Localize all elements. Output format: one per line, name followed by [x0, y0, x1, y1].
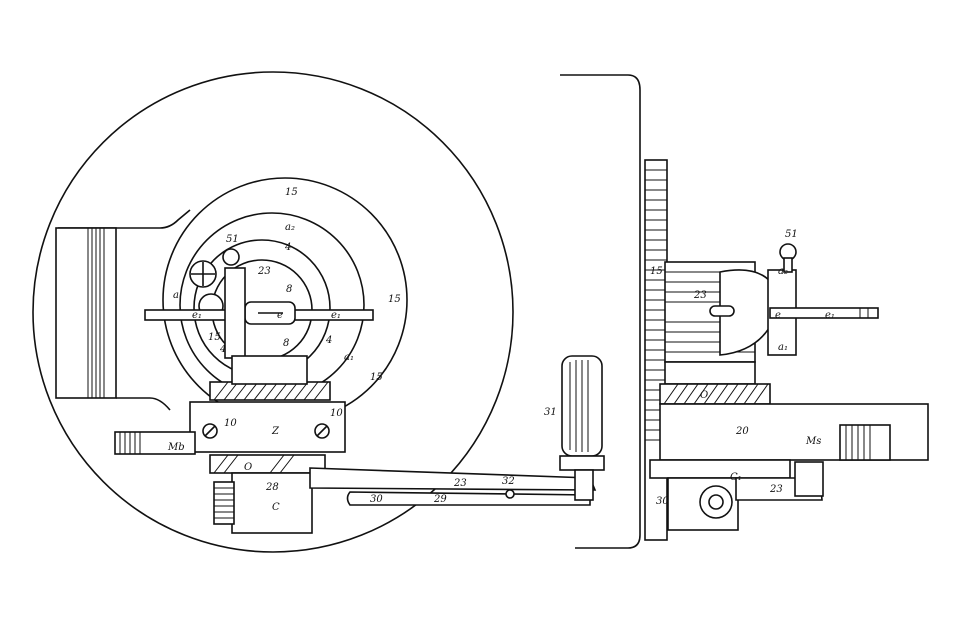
- side-gear-hub: [708, 494, 724, 510]
- label-front-15-bottom: 15: [370, 372, 383, 383]
- side-base-neck: [664, 361, 756, 385]
- label-front-15-right: 15: [388, 294, 401, 305]
- gear-block: [231, 472, 313, 534]
- side-arm-end: [794, 461, 824, 497]
- label-front-a1: a₁: [344, 352, 354, 363]
- side-knob-stem: [783, 257, 793, 273]
- label-side-a1: a₁: [778, 342, 788, 353]
- label-front-4-top: 4: [284, 242, 291, 253]
- knob-51: [222, 248, 240, 266]
- label-front-e1: e₁: [192, 310, 202, 321]
- label-side-15: 15: [650, 266, 663, 277]
- label-side-ms: Ms: [805, 436, 821, 447]
- side-ms-ridges: [845, 425, 871, 460]
- label-side-23: 23: [693, 290, 707, 301]
- label-front-15-small: 15: [208, 332, 221, 343]
- label-front-32: 32: [502, 476, 515, 487]
- label-front-10-left: 10: [224, 418, 237, 429]
- label-side-a2: a₂: [778, 266, 788, 277]
- side-ms-block: [839, 424, 891, 461]
- label-side-20: 20: [735, 426, 749, 437]
- pivot-32: [505, 489, 515, 499]
- label-side-30: 30: [656, 496, 669, 507]
- link-arm-29: [346, 491, 591, 506]
- label-front-o: O: [244, 462, 252, 473]
- label-side-c1: C₁: [730, 472, 742, 483]
- housing-outline: [32, 71, 514, 553]
- label-front-10-right: 10: [330, 408, 343, 419]
- label-front-4-left: 4: [219, 344, 226, 355]
- label-front-mb: Mb: [167, 442, 185, 453]
- side-rod: [769, 307, 879, 319]
- handle-ridges: [569, 360, 589, 452]
- labels: 15 a₂ 4 51 23 a 8 8 e₁ e e₁ 15 4 a₁ 15 1…: [167, 187, 835, 513]
- side-lower-base: [649, 459, 791, 479]
- gear-knob-ridges: [214, 487, 234, 519]
- label-front-a2: a₂: [285, 222, 295, 233]
- lower-hatching: [213, 454, 295, 474]
- label-front-e1b: e₁: [331, 310, 341, 321]
- base-block-lower: [209, 454, 326, 474]
- label-front-30: 30: [370, 494, 383, 505]
- front-view: [32, 71, 605, 553]
- link-arm-23: [309, 467, 597, 491]
- label-front-23-arm: 23: [453, 478, 467, 489]
- left-block: [55, 227, 117, 399]
- label-side-e1: e₁: [825, 310, 835, 321]
- label-side-e: e: [775, 310, 781, 321]
- label-side-51: 51: [785, 229, 798, 240]
- side-ring-ridges: [645, 169, 667, 441]
- side-slot: [709, 305, 735, 317]
- label-front-29: 29: [433, 494, 447, 505]
- column-neck: [231, 355, 308, 385]
- label-front-8-bottom: 8: [283, 338, 289, 349]
- label-front-8-top: 8: [286, 284, 292, 295]
- label-front-4-right: 4: [325, 335, 332, 346]
- label-side-23-arm: 23: [769, 484, 783, 495]
- handle-collar: [559, 455, 605, 471]
- side-base-hatching: [663, 383, 769, 405]
- label-front-23: 23: [257, 266, 271, 277]
- gear-knob: [213, 481, 235, 525]
- label-front-c: C: [272, 502, 280, 513]
- vertical-column: [224, 267, 246, 359]
- housing-boss-top: [58, 209, 191, 229]
- mb-arm-hatching: [119, 432, 141, 454]
- label-front-a: a: [173, 290, 179, 301]
- label-front-31: 31: [544, 407, 557, 418]
- handle-stem: [574, 469, 594, 501]
- label-front-z: Z: [271, 426, 280, 437]
- label-front-15-top: 15: [285, 187, 298, 198]
- left-block-hatching: [87, 228, 105, 398]
- label-front-e: e: [277, 310, 283, 321]
- base-hatching: [213, 381, 329, 401]
- housing-boss-bottom: [116, 397, 171, 411]
- label-front-51: 51: [226, 234, 239, 245]
- side-view: [560, 74, 929, 549]
- label-front-28: 28: [265, 482, 279, 493]
- side-housing-outline: [560, 74, 641, 549]
- label-side-o: O: [700, 390, 708, 401]
